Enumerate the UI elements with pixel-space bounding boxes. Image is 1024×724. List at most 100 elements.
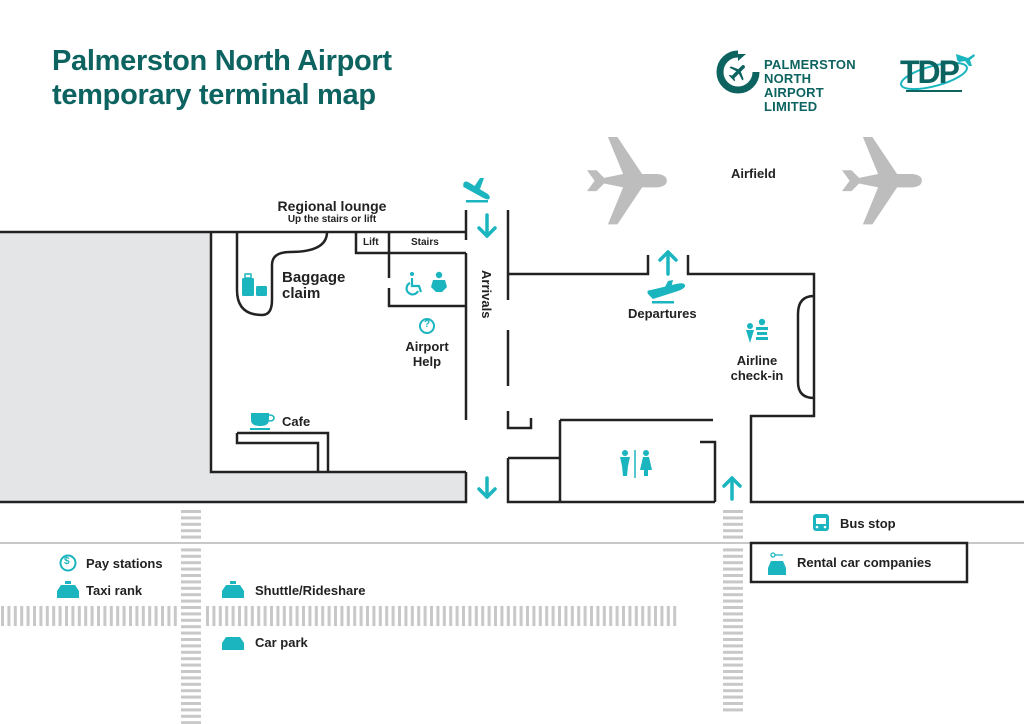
exit-down-arrow-icon — [477, 476, 497, 499]
female-toilet-icon — [640, 450, 652, 476]
parking-bay-stripe — [641, 606, 645, 626]
parking-bay-stripe — [551, 606, 555, 626]
page-title: Palmerston North Airport temporary termi… — [52, 44, 392, 112]
parking-bay-stripe — [7, 606, 11, 626]
crossing-stripe — [723, 618, 743, 622]
crossing-stripe — [181, 593, 201, 597]
wheelchair-icon — [405, 272, 423, 296]
crossing-stripe — [181, 548, 201, 552]
parking-bay-stripe — [500, 606, 504, 626]
parking-bay-stripe — [487, 606, 491, 626]
parking-bay-stripe — [481, 606, 485, 626]
parking-bay-stripe — [270, 606, 273, 626]
parking-bays-right — [206, 606, 677, 626]
parking-bay-stripe — [77, 606, 81, 626]
title-line-1: Palmerston North Airport — [52, 45, 392, 77]
parking-bay-stripe — [250, 606, 254, 626]
parking-bay-stripe — [116, 606, 120, 626]
dollar-glyph: $ — [64, 556, 70, 567]
parking-bay-stripe — [398, 606, 401, 626]
parking-bay-stripe — [538, 606, 542, 626]
parking-bay-stripe — [615, 606, 619, 626]
baby-change-icon — [431, 271, 447, 292]
baggage-claim-line-1: Baggage — [282, 269, 346, 286]
rental-car-key-icon — [768, 552, 786, 575]
parking-bay-stripe — [129, 606, 132, 626]
departures-up-arrow-icon — [658, 250, 678, 276]
parking-bay-stripe — [231, 606, 235, 626]
parking-bay-stripe — [634, 606, 638, 626]
parking-bay-stripe — [468, 606, 472, 626]
taxi-icon — [57, 581, 79, 598]
pay-stations-label: Pay stations — [86, 556, 163, 571]
airport-logo-line-2: AIRPORT LIMITED — [764, 85, 824, 114]
crossing-stripe — [723, 535, 743, 539]
parking-bay-stripe — [167, 606, 171, 626]
taxi-icon — [222, 581, 244, 598]
airport-logo-mark-icon — [716, 50, 760, 94]
arrivals-label: Arrivals — [479, 270, 494, 319]
crossing-stripe — [723, 663, 743, 667]
crossing-stripe — [181, 721, 201, 724]
crossing-stripe — [181, 599, 201, 603]
parking-bay-stripe — [660, 606, 664, 626]
airfield-plane-icon — [587, 137, 667, 225]
baggage-claim-line-2: claim — [282, 285, 321, 302]
parking-bay-stripe — [366, 606, 369, 626]
crossing-stripe — [723, 650, 743, 654]
crossing-stripe — [723, 548, 743, 552]
crossing-stripe — [723, 567, 743, 571]
parking-bay-stripe — [532, 606, 536, 626]
parking-bay-stripe — [13, 606, 17, 626]
parking-bay-stripe — [596, 606, 600, 626]
crossing-stripe — [181, 586, 201, 590]
parking-bays-left — [1, 606, 177, 626]
parking-bay-stripe — [417, 606, 421, 626]
parking-bay-stripe — [391, 606, 395, 626]
crossing-stripe — [181, 663, 201, 667]
crossing-stripe — [181, 708, 201, 712]
dollar-circle-icon — [59, 554, 77, 572]
crossing-stripe — [723, 516, 743, 520]
airport-help-line-2: Help — [412, 354, 442, 369]
airport-help-label: Airport Help — [397, 339, 457, 369]
parking-bay-stripe — [404, 606, 408, 626]
parking-bay-stripe — [20, 606, 24, 626]
airfield-label: Airfield — [731, 166, 776, 181]
parking-bay-stripe — [494, 606, 497, 626]
crossing-stripe — [723, 644, 743, 648]
airline-checkin-line-2: check-in — [730, 368, 784, 383]
crossing-stripe — [723, 593, 743, 597]
taxi-rank-label: Taxi rank — [86, 583, 143, 598]
parking-bay-stripe — [545, 606, 549, 626]
parking-bay-stripe — [71, 606, 75, 626]
parking-bay-stripe — [378, 606, 382, 626]
crossing-stripe — [723, 586, 743, 590]
airport-logo-line-1: PALMERSTON NORTH — [764, 57, 856, 86]
crossing-stripe — [181, 574, 201, 577]
parking-bay-stripe — [666, 606, 670, 626]
parking-bay-stripe — [647, 606, 651, 626]
pedestrian-crossing-left — [181, 510, 201, 724]
parking-bay-stripe — [340, 606, 344, 626]
parking-bay-stripe — [583, 606, 587, 626]
airline-checkin-line-1: Airline — [736, 353, 778, 368]
tdp-logo-text: TDP — [900, 54, 960, 90]
parking-bay-stripe — [423, 606, 427, 626]
bus-icon — [813, 514, 829, 531]
parking-bay-stripe — [244, 606, 248, 626]
rental-car-label: Rental car companies — [797, 555, 932, 570]
parking-bay-stripe — [263, 606, 267, 626]
crossing-stripe — [181, 510, 201, 513]
crossing-stripe — [181, 618, 201, 622]
parking-bay-stripe — [564, 606, 568, 626]
crossing-stripe — [181, 657, 201, 661]
parking-bay-stripe — [84, 606, 88, 626]
plane-takeoff-icon — [647, 280, 686, 304]
crossing-stripe — [181, 638, 201, 641]
crossing-stripe — [181, 580, 201, 584]
crossing-stripe — [181, 625, 201, 629]
crossing-stripe — [723, 708, 743, 712]
plane-landing-icon — [463, 178, 490, 203]
crossing-stripe — [181, 670, 201, 673]
